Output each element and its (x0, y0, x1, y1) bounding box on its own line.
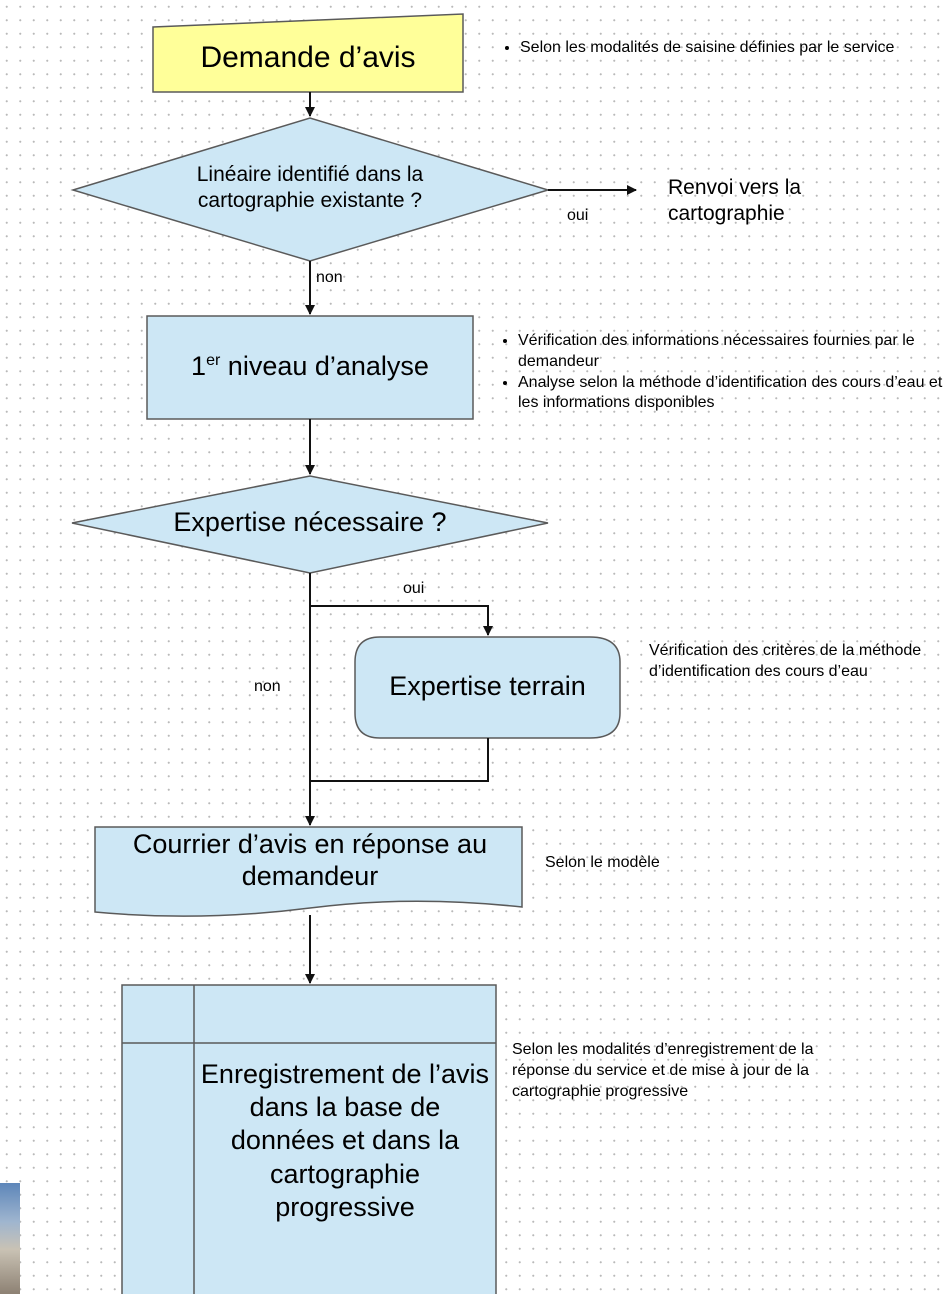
enregistrement-storage-shape (121, 984, 497, 1294)
edge-label-oui-1: oui (567, 207, 589, 224)
expertise-terrain-shape (354, 636, 621, 739)
niveau-superscript: er (206, 352, 221, 369)
courrier-label: Courrier d’avis en réponse au demandeur (132, 829, 488, 892)
note-terrain: Vérification des critères de la méthode … (649, 642, 922, 680)
niveau-analyse-label: 1er niveau d’analyse (147, 350, 473, 382)
note-niveau: Vérification des informations nécessaire… (496, 331, 944, 414)
niveau-analyse-shape (146, 315, 474, 420)
edge-terrain-return (310, 738, 489, 782)
edge-label-non-1: non (316, 269, 343, 286)
courrier-document-shape (94, 826, 523, 917)
enregistrement-label: Enregistrement de l’avis dans la base de… (200, 1059, 490, 1222)
expertise-decision-shape (71, 475, 549, 574)
niveau-suffix: niveau d’analyse (220, 351, 429, 381)
niveau-prefix: 1 (191, 351, 207, 381)
expertise-decision-label: Expertise nécessaire ? (173, 507, 447, 537)
note-niveau-item-2: Analyse selon la méthode d’identificatio… (518, 373, 944, 415)
note-courrier: Selon le modèle (545, 854, 660, 871)
demande-avis-shape (152, 13, 464, 93)
edge-expertise-to-terrain (309, 573, 493, 636)
note-enregistrement: Selon les modalités d’enregistrement de … (512, 1041, 814, 1100)
note-demande-item: Selon les modalités de saisine définies … (520, 38, 940, 59)
renvoi-label: Renvoi vers la cartographie (668, 176, 802, 226)
demande-avis-label: Demande d’avis (200, 41, 416, 74)
expertise-terrain-label: Expertise terrain (389, 671, 586, 701)
edge-label-oui-2: oui (403, 580, 425, 597)
note-niveau-item-1: Vérification des informations nécessaire… (518, 331, 944, 373)
note-demande: Selon les modalités de saisine définies … (498, 38, 940, 59)
edge-label-non-2: non (254, 678, 281, 695)
lineaire-decision-label: Linéaire identifié dans la cartographie … (196, 163, 424, 213)
edge-photo-fragment (0, 1183, 20, 1294)
